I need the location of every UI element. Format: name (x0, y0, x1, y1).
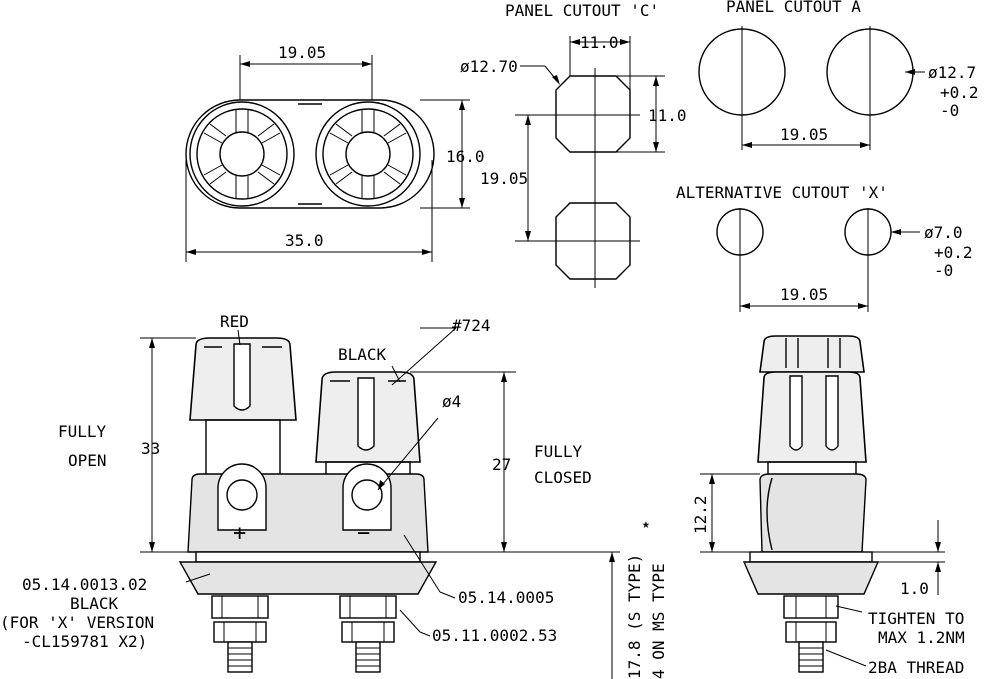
label-part-base-2: BLACK (70, 594, 119, 613)
dim-x-dia: ø7.0 (924, 223, 963, 242)
panel-cutout-a: PANEL CUTOUT A ø12.7 +0.2 -0 19.05 (698, 0, 979, 150)
dim-a-pitch: 19.05 (780, 125, 828, 144)
label-panel-cutout-a: PANEL CUTOUT A (726, 0, 861, 16)
top-left-knob (189, 101, 295, 207)
label-thread: 2BA THREAD (868, 658, 964, 677)
label-part-0005: 05.14.0005 (458, 588, 554, 607)
label-part-base-3: (FOR 'X' VERSION (0, 613, 154, 632)
label-tighten-1: TIGHTEN TO (868, 609, 964, 628)
right-nut-stack (339, 595, 397, 673)
label-part-base-4: -CL159781 X2) (22, 632, 147, 651)
star-mark: ★ (642, 517, 650, 532)
label-tighten-2: MAX 1.2NM (878, 628, 965, 647)
minus-terminal-lug: − (342, 463, 392, 546)
label-ms-type: 4 ON MS TYPE (649, 563, 668, 679)
dim-a-dia: ø12.7 (928, 63, 976, 82)
dim-a-tol-minus: -0 (940, 101, 959, 120)
label-part-base-1: 05.14.0013.02 (22, 575, 147, 594)
label-fully-open-1: FULLY (58, 422, 107, 441)
dim-body-height: 16.0 (446, 147, 485, 166)
dim-side-height: 12.2 (691, 495, 710, 534)
left-nut-stack (211, 595, 269, 673)
dim-top-pitch: 19.05 (278, 43, 326, 62)
label-s-type: 17.8 (S TYPE) (625, 554, 644, 679)
top-view: 19.05 16.0 35.0 (185, 43, 485, 262)
dim-hole-dia: ø4 (442, 392, 461, 411)
minus-sign: − (357, 521, 370, 546)
dim-open-height: 33 (141, 439, 160, 458)
label-part-nut: 05.11.0002.53 (432, 626, 557, 645)
plus-sign: + (233, 521, 246, 546)
dim-c-height: 11.0 (648, 106, 687, 125)
label-part-724: #724 (452, 316, 491, 335)
dim-a-tol-plus: +0.2 (940, 83, 979, 102)
dim-closed-height: 27 (492, 455, 511, 474)
label-fully-closed-2: CLOSED (534, 468, 592, 487)
label-red: RED (220, 312, 249, 331)
dim-c-pitch: 19.05 (480, 169, 528, 188)
label-fully-closed-1: FULLY (534, 442, 583, 461)
plus-terminal-lug: + (217, 463, 267, 546)
dim-x-pitch: 19.05 (780, 285, 828, 304)
front-view: + − (0, 312, 668, 679)
label-panel-cutout-c: PANEL CUTOUT 'C' (505, 1, 659, 20)
label-alternative-cutout: ALTERNATIVE CUTOUT 'X' (676, 183, 888, 202)
dim-x-tol-plus: +0.2 (934, 243, 973, 262)
top-right-knob (315, 101, 421, 207)
side-view: 12.2 1.0 TIGHTEN TO MAX 1.2NM 2BA THREAD (691, 335, 965, 677)
label-fully-open-2: OPEN (68, 451, 107, 470)
dim-c-dia: ø12.70 (460, 57, 518, 76)
dim-flange: 1.0 (900, 579, 929, 598)
alternative-cutout-x: ALTERNATIVE CUTOUT 'X' ø7.0 +0.2 -0 19.0… (676, 183, 973, 312)
label-black: BLACK (338, 345, 387, 364)
dim-c-width: 11.0 (580, 33, 619, 52)
panel-cutout-c: PANEL CUTOUT 'C' 11.0 ø12.70 11.0 19.05 (460, 1, 687, 288)
black-knob (315, 371, 421, 477)
dim-x-tol-minus: -0 (934, 261, 953, 280)
dim-body-width: 35.0 (285, 231, 324, 250)
red-knob (189, 337, 297, 476)
